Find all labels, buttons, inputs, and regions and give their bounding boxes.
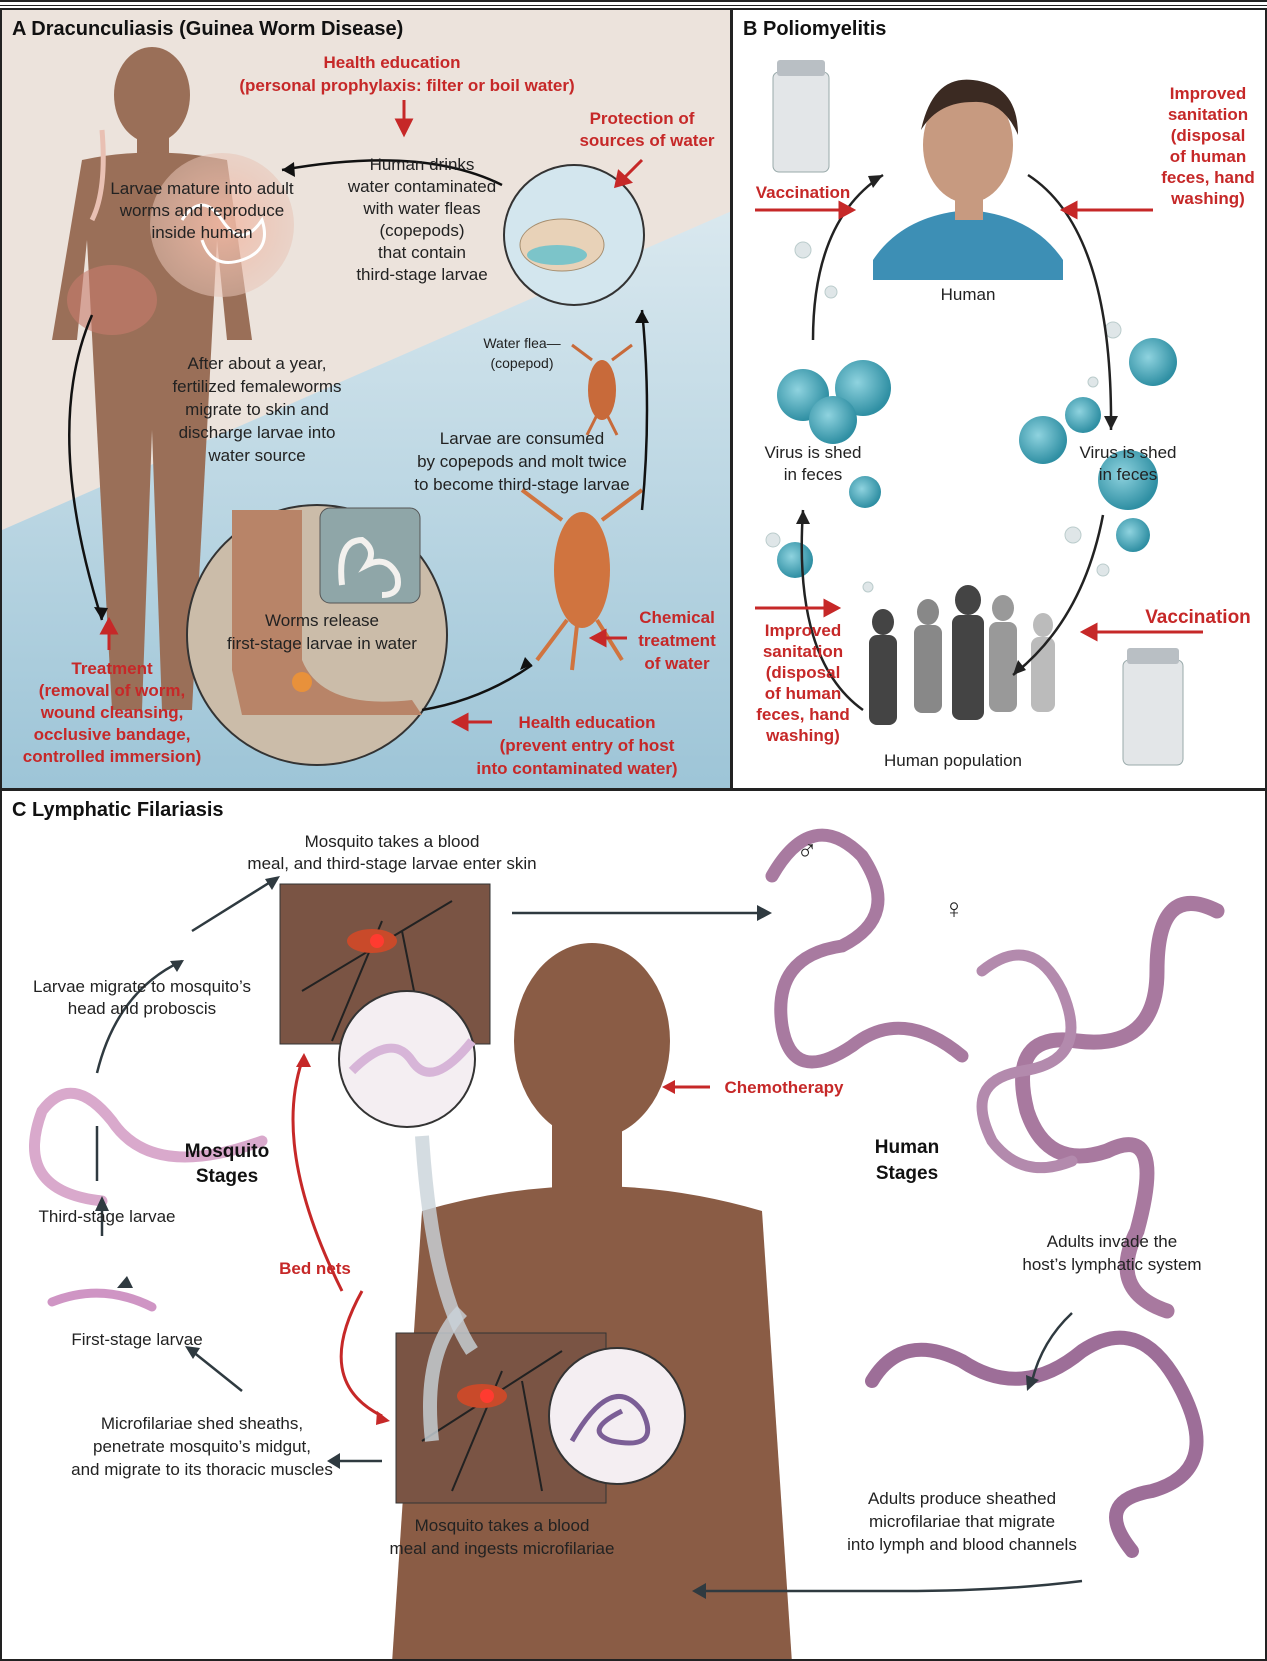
panel-b-poliomyelitis: B Poliomyelitis Vaccination Improved san… — [731, 8, 1267, 790]
shed-left-line: Virus is shed — [753, 442, 873, 463]
sanitation-left-line: Improved — [748, 620, 858, 641]
first-stage-label: First-stage larvae — [47, 1329, 227, 1350]
blood-meal-top-line: Mosquito takes a blood — [202, 831, 582, 852]
adults-produce-line: into lymph and blood channels — [802, 1534, 1122, 1555]
male-symbol: ♂ — [787, 835, 827, 867]
drinks-line: Human drinks — [322, 154, 522, 175]
larvae-migrate-line: head and proboscis — [2, 998, 282, 1019]
water-flea-label: Water flea— — [472, 333, 572, 354]
drinks-line: (copepods) — [322, 220, 522, 241]
mature-line: inside human — [82, 222, 322, 243]
third-stage-label: Third-stage larvae — [17, 1206, 197, 1227]
shed-right-line: Virus is shed — [1063, 442, 1193, 463]
panel-a-title: A Dracunculiasis (Guinea Worm Disease) — [12, 18, 403, 41]
sanitation-right-line: feces, hand — [1153, 167, 1263, 188]
sanitation-right-line: (disposal — [1153, 125, 1263, 146]
mosquito-stages-line: Stages — [167, 1166, 287, 1187]
mature-line: Larvae mature into adult — [82, 178, 322, 199]
adults-invade-line: host’s lymphatic system — [987, 1254, 1237, 1275]
migrate-line: fertilized femaleworms — [142, 376, 372, 397]
consumed-line: by copepods and molt twice — [382, 451, 662, 472]
vaccine-vial-bottom — [1123, 648, 1183, 765]
sanitation-left-line: sanitation — [748, 641, 858, 662]
top-rule — [0, 0, 1267, 6]
chemical-line: of water — [627, 653, 727, 674]
chemical-line: Chemical — [627, 607, 727, 628]
adults-produce-line: microfilariae that migrate — [812, 1511, 1112, 1532]
panel-a-dracunculiasis: A Dracunculiasis (Guinea Worm Disease) H… — [0, 8, 732, 790]
sanitation-right-line: washing) — [1153, 188, 1263, 209]
migrate-line: migrate to skin and — [142, 399, 372, 420]
release-line: Worms release — [222, 610, 422, 631]
health-edu-2-line: into contaminated water) — [442, 758, 712, 779]
drinks-line: third-stage larvae — [322, 264, 522, 285]
shed-right-line: in feces — [1063, 464, 1193, 485]
human-stages-line: Stages — [852, 1163, 962, 1184]
migrate-line: discharge larvae into — [142, 422, 372, 443]
sanitation-right-line: sanitation — [1153, 104, 1263, 125]
migrate-line: After about a year, — [142, 353, 372, 374]
treatment-line: controlled immersion) — [7, 746, 217, 767]
release-line: first-stage larvae in water — [212, 633, 432, 654]
vaccination-bottom-label: Vaccination — [1133, 607, 1263, 628]
microfilariae-shed-line: and migrate to its thoracic muscles — [32, 1459, 372, 1480]
treatment-line: occlusive bandage, — [12, 724, 212, 745]
panel-b-title: B Poliomyelitis — [743, 18, 886, 41]
drinks-line: water contaminated — [322, 176, 522, 197]
shed-left-line: in feces — [753, 464, 873, 485]
sanitation-left-line: washing) — [748, 725, 858, 746]
chemotherapy-label: Chemotherapy — [714, 1077, 854, 1098]
health-education-label: Health education — [222, 52, 562, 73]
blood-meal-top-line: meal, and third-stage larvae enter skin — [202, 853, 582, 874]
human-stages-line: Human — [852, 1137, 962, 1158]
microfilariae-shed-line: Microfilariae shed sheaths, — [42, 1413, 362, 1434]
sanitation-left-line: feces, hand — [748, 704, 858, 725]
vaccination-top-label: Vaccination — [748, 182, 858, 203]
adult-worms — [772, 835, 1217, 1551]
human-population-silhouettes — [869, 585, 1055, 725]
consumed-line: Larvae are consumed — [382, 428, 662, 449]
consumed-line: to become third-stage larvae — [382, 474, 662, 495]
panel-c-lymphatic-filariasis: C Lymphatic Filariasis Mosquito takes a … — [0, 789, 1267, 1661]
protection-label-2: sources of water — [562, 130, 732, 151]
chemical-line: treatment — [627, 630, 727, 651]
copepod-label: (copepod) — [472, 353, 572, 374]
treatment-line: Treatment — [12, 658, 212, 679]
vaccine-vial-top — [773, 60, 829, 172]
sanitation-left-line: of human — [748, 683, 858, 704]
human-label: Human — [918, 284, 1018, 305]
blood-meal-bottom-line: Mosquito takes a blood — [372, 1515, 632, 1536]
migrate-line: water source — [142, 445, 372, 466]
protection-label-1: Protection of — [562, 108, 722, 129]
sanitation-right-line: of human — [1153, 146, 1263, 167]
drinks-line: with water fleas — [322, 198, 522, 219]
female-symbol: ♀ — [934, 893, 974, 925]
mature-line: worms and reproduce — [82, 200, 322, 221]
treatment-line: (removal of worm, — [12, 680, 212, 701]
health-education-detail: (personal prophylaxis: filter or boil wa… — [207, 75, 607, 96]
adults-invade-line: Adults invade the — [997, 1231, 1227, 1252]
bed-nets-label: Bed nets — [270, 1258, 360, 1279]
larvae-migrate-line: Larvae migrate to mosquito’s — [2, 976, 282, 997]
health-edu-2-line: Health education — [472, 712, 702, 733]
mosquito-stages-line: Mosquito — [167, 1141, 287, 1162]
sanitation-left-line: (disposal — [748, 662, 858, 683]
treatment-line: wound cleansing, — [12, 702, 212, 723]
human-population-label: Human population — [863, 750, 1043, 771]
panel-c-title: C Lymphatic Filariasis — [12, 799, 224, 822]
health-edu-2-line: (prevent entry of host — [462, 735, 712, 756]
drinks-line: that contain — [322, 242, 522, 263]
microfilariae-shed-line: penetrate mosquito’s midgut, — [42, 1436, 362, 1457]
blood-meal-bottom-line: meal and ingests microfilariae — [362, 1538, 642, 1559]
first-stage-larva-drawing — [52, 1293, 152, 1307]
sanitation-right-line: Improved — [1153, 83, 1263, 104]
adults-produce-line: Adults produce sheathed — [822, 1488, 1102, 1509]
